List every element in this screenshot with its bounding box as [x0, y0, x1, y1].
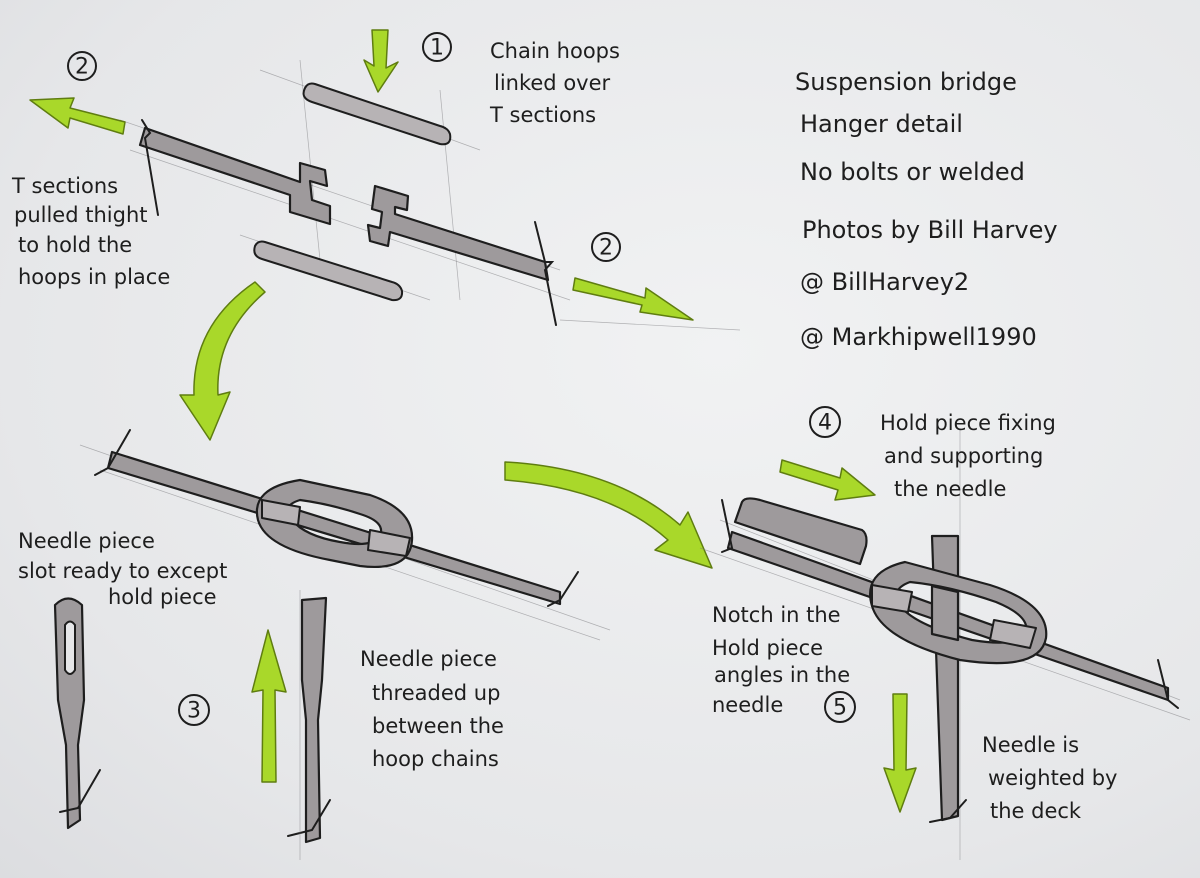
svg-text:needle: needle — [712, 693, 783, 717]
step-5-marker: 5 — [824, 691, 856, 723]
notch-note: Notch in the Hold piece angles in the ne… — [712, 603, 850, 717]
svg-text:the deck: the deck — [990, 799, 1082, 823]
curved-arrow-to-step5 — [504, 461, 713, 569]
svg-text:Needle piece: Needle piece — [360, 647, 497, 671]
right-t-section — [366, 184, 550, 282]
svg-text:Notch in the: Notch in the — [712, 603, 841, 627]
left-arrow-step2 — [29, 97, 126, 135]
title-line: Suspension bridge — [795, 68, 1017, 96]
svg-text:the needle: the needle — [894, 477, 1006, 501]
svg-text:No bolts or welded: No bolts or welded — [800, 158, 1025, 186]
svg-text:Needle is: Needle is — [982, 733, 1079, 757]
svg-text:and supporting: and supporting — [884, 444, 1043, 468]
up-arrow-step3 — [251, 629, 287, 783]
down-arrow-step5 — [883, 693, 917, 813]
svg-text:pulled thight: pulled thight — [14, 203, 148, 227]
step-3-marker: 3 — [178, 694, 210, 726]
svg-text:angles in the: angles in the — [714, 663, 850, 687]
lower-hoop-bar — [253, 240, 404, 302]
svg-text:4: 4 — [818, 411, 832, 436]
svg-text:Hanger detail: Hanger detail — [800, 110, 963, 138]
step1-note: Chain hoops linked over T sections — [489, 39, 620, 127]
svg-text:weighted by: weighted by — [988, 766, 1118, 790]
step-4-marker: 4 — [809, 406, 841, 438]
title-block: Suspension bridge Hanger detail No bolts… — [795, 68, 1058, 351]
svg-text:hold piece: hold piece — [108, 585, 217, 609]
chain-link-assembly — [79, 429, 611, 641]
curved-arrow-to-step3 — [179, 281, 266, 441]
svg-text:hoop chains: hoop chains — [372, 747, 499, 771]
svg-text:threaded up: threaded up — [372, 681, 500, 705]
svg-text:T sections: T sections — [11, 174, 118, 198]
svg-text:3: 3 — [187, 699, 201, 724]
svg-text:5: 5 — [833, 696, 847, 721]
step-2a-marker: 2 — [67, 51, 97, 81]
svg-text:2: 2 — [75, 55, 89, 80]
svg-text:Chain hoops: Chain hoops — [490, 39, 620, 63]
step5-note: Needle is weighted by the deck — [982, 733, 1118, 823]
final-assembly — [699, 430, 1191, 860]
step2-note: T sections pulled thight to hold the hoo… — [11, 174, 170, 289]
slot-note: Needle piece slot ready to except hold p… — [18, 529, 227, 609]
svg-text:@ BillHarvey2: @ BillHarvey2 — [800, 268, 969, 296]
svg-text:to hold the: to hold the — [18, 233, 132, 257]
svg-text:Hold piece: Hold piece — [712, 636, 823, 660]
svg-text:linked over: linked over — [494, 71, 611, 95]
step4-note: Hold piece fixing and supporting the nee… — [880, 411, 1056, 501]
svg-text:T sections: T sections — [489, 103, 596, 127]
svg-text:Photos by Bill Harvey: Photos by Bill Harvey — [802, 216, 1058, 244]
svg-text:2: 2 — [599, 236, 613, 261]
step-2b-marker: 2 — [591, 232, 621, 262]
svg-text:@ Markhipwell1990: @ Markhipwell1990 — [800, 323, 1037, 351]
needle-threaded — [287, 590, 331, 860]
svg-text:Hold piece fixing: Hold piece fixing — [880, 411, 1056, 435]
t-section-assembly — [119, 59, 741, 331]
hold-piece — [733, 497, 868, 566]
right-arrow-step2 — [572, 277, 694, 321]
svg-text:between the: between the — [372, 714, 504, 738]
step-1-marker: 1 — [422, 32, 452, 62]
svg-text:1: 1 — [430, 36, 444, 61]
needle-with-slot — [53, 597, 101, 830]
arrow-step4 — [779, 459, 876, 501]
svg-text:Needle piece: Needle piece — [18, 529, 155, 553]
svg-text:hoops in place: hoops in place — [18, 265, 170, 289]
down-arrow-step1 — [363, 29, 399, 93]
left-t-section — [138, 126, 332, 226]
svg-text:slot ready to except: slot ready to except — [18, 559, 227, 583]
step3-note: Needle piece threaded up between the hoo… — [360, 647, 504, 771]
upper-hoop-bar — [302, 82, 452, 146]
